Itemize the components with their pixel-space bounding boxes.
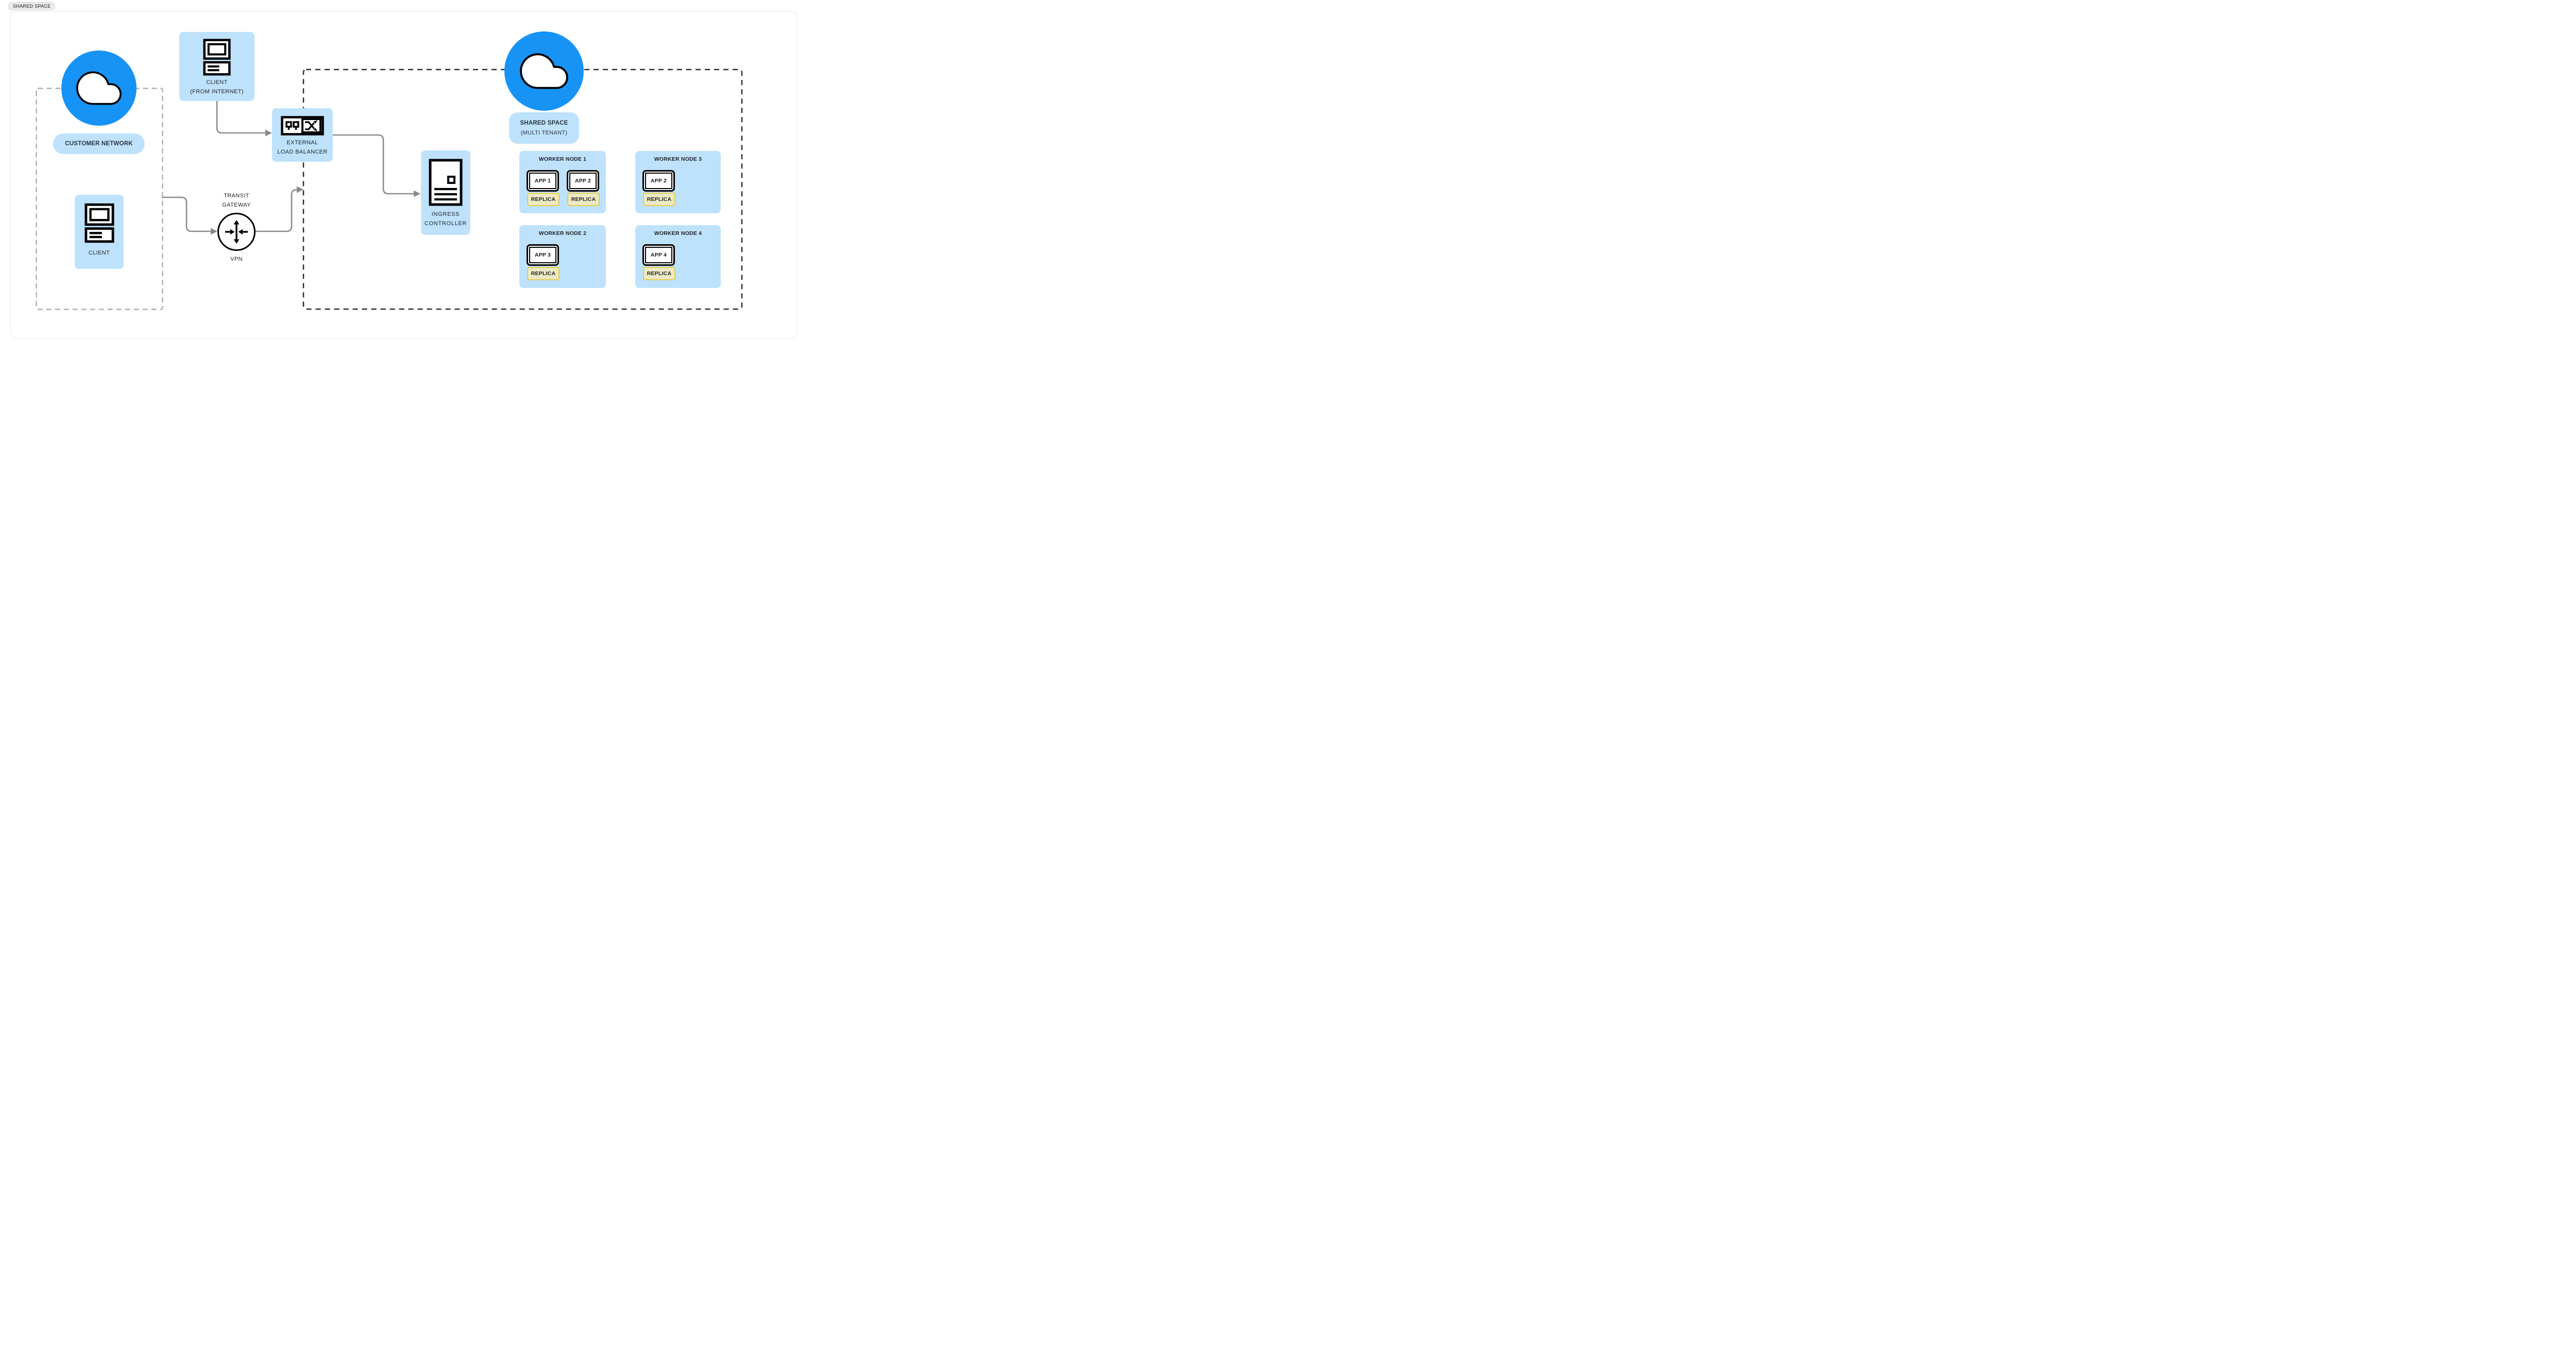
shared-space-tag: SHARED SPACE	[8, 2, 56, 10]
router-icon	[225, 220, 248, 244]
replica-badge: REPLICA	[527, 267, 560, 280]
client-node: CLIENT	[75, 195, 124, 269]
app-box: APP 4	[642, 244, 675, 266]
external-load-balancer-node: EXTERNAL LOAD BALANCER	[272, 108, 333, 162]
app-box: APP 1	[527, 170, 559, 192]
desktop-computer-icon	[84, 203, 114, 243]
transit-gateway-node	[217, 213, 256, 251]
cloud-icon	[520, 53, 568, 89]
replica-badge: REPLICA	[643, 193, 675, 206]
worker-node-3: WORKER NODE 3 APP 2 REPLICA	[635, 151, 721, 213]
pill-line2: (MULTI TENANT)	[520, 129, 568, 136]
vpn-label: VPN	[230, 256, 243, 262]
client-internet-node: CLIENT (FROM INTERNET)	[179, 32, 255, 101]
arrowhead	[211, 228, 217, 235]
worker-node-2: WORKER NODE 2 APP 3 REPLICA	[519, 225, 606, 288]
wire-lb-to-ingress	[332, 134, 415, 195]
pill-line1: SHARED SPACE	[520, 120, 568, 126]
worker-node-4: WORKER NODE 4 APP 4 REPLICA	[635, 225, 721, 288]
desktop-computer-icon	[203, 39, 231, 76]
worker-node-title: WORKER NODE 2	[538, 230, 587, 236]
client-internet-line1: CLIENT	[206, 79, 228, 86]
cloud-icon	[76, 71, 122, 105]
worker-node-title: WORKER NODE 1	[538, 156, 587, 162]
diagram-canvas: SHARED SPACE CUSTOMER NETWORK	[0, 0, 808, 349]
ingress-line2: CONTROLLER	[424, 221, 467, 227]
app-label: APP 3	[534, 252, 551, 258]
app-label: APP 1	[534, 178, 551, 184]
shared-space-label: SHARED SPACE (MULTI TENANT)	[509, 112, 579, 144]
ingress-controller-node: INGRESS CONTROLLER	[421, 150, 470, 235]
app-label: APP 2	[650, 178, 667, 184]
arrowhead	[297, 186, 303, 193]
wire-gateway-to-shared-space	[255, 189, 298, 232]
load-balancer-icon	[281, 116, 324, 135]
app-box: APP 3	[527, 244, 559, 266]
arrowhead	[265, 129, 272, 137]
customer-network-cloud	[61, 50, 137, 126]
worker-node-title: WORKER NODE 4	[654, 230, 702, 236]
lb-line1: EXTERNAL	[286, 140, 318, 146]
shared-space-cloud	[504, 31, 584, 111]
wire-customer-to-gateway	[161, 196, 212, 232]
app-label: APP 2	[574, 178, 591, 184]
replica-badge: REPLICA	[643, 267, 675, 280]
ingress-line1: INGRESS	[431, 211, 460, 217]
client-label: CLIENT	[88, 250, 110, 256]
lb-line2: LOAD BALANCER	[277, 149, 328, 155]
client-internet-line2: (FROM INTERNET)	[190, 89, 244, 95]
app-box: APP 2	[642, 170, 675, 192]
pill-text: CUSTOMER NETWORK	[65, 140, 133, 147]
wire-client-internet-to-lb	[216, 100, 267, 134]
worker-node-1: WORKER NODE 1 APP 1 REPLICA APP 2 REPLIC…	[519, 151, 606, 213]
replica-badge: REPLICA	[527, 193, 560, 206]
worker-node-title: WORKER NODE 3	[654, 156, 702, 162]
app-label: APP 4	[650, 252, 667, 258]
server-icon	[429, 159, 463, 206]
customer-network-label: CUSTOMER NETWORK	[53, 133, 145, 154]
arrowhead	[414, 190, 420, 197]
replica-badge: REPLICA	[567, 193, 600, 206]
app-box: APP 2	[567, 170, 599, 192]
transit-gateway-label: TRANSIT GATEWAY	[222, 193, 251, 208]
